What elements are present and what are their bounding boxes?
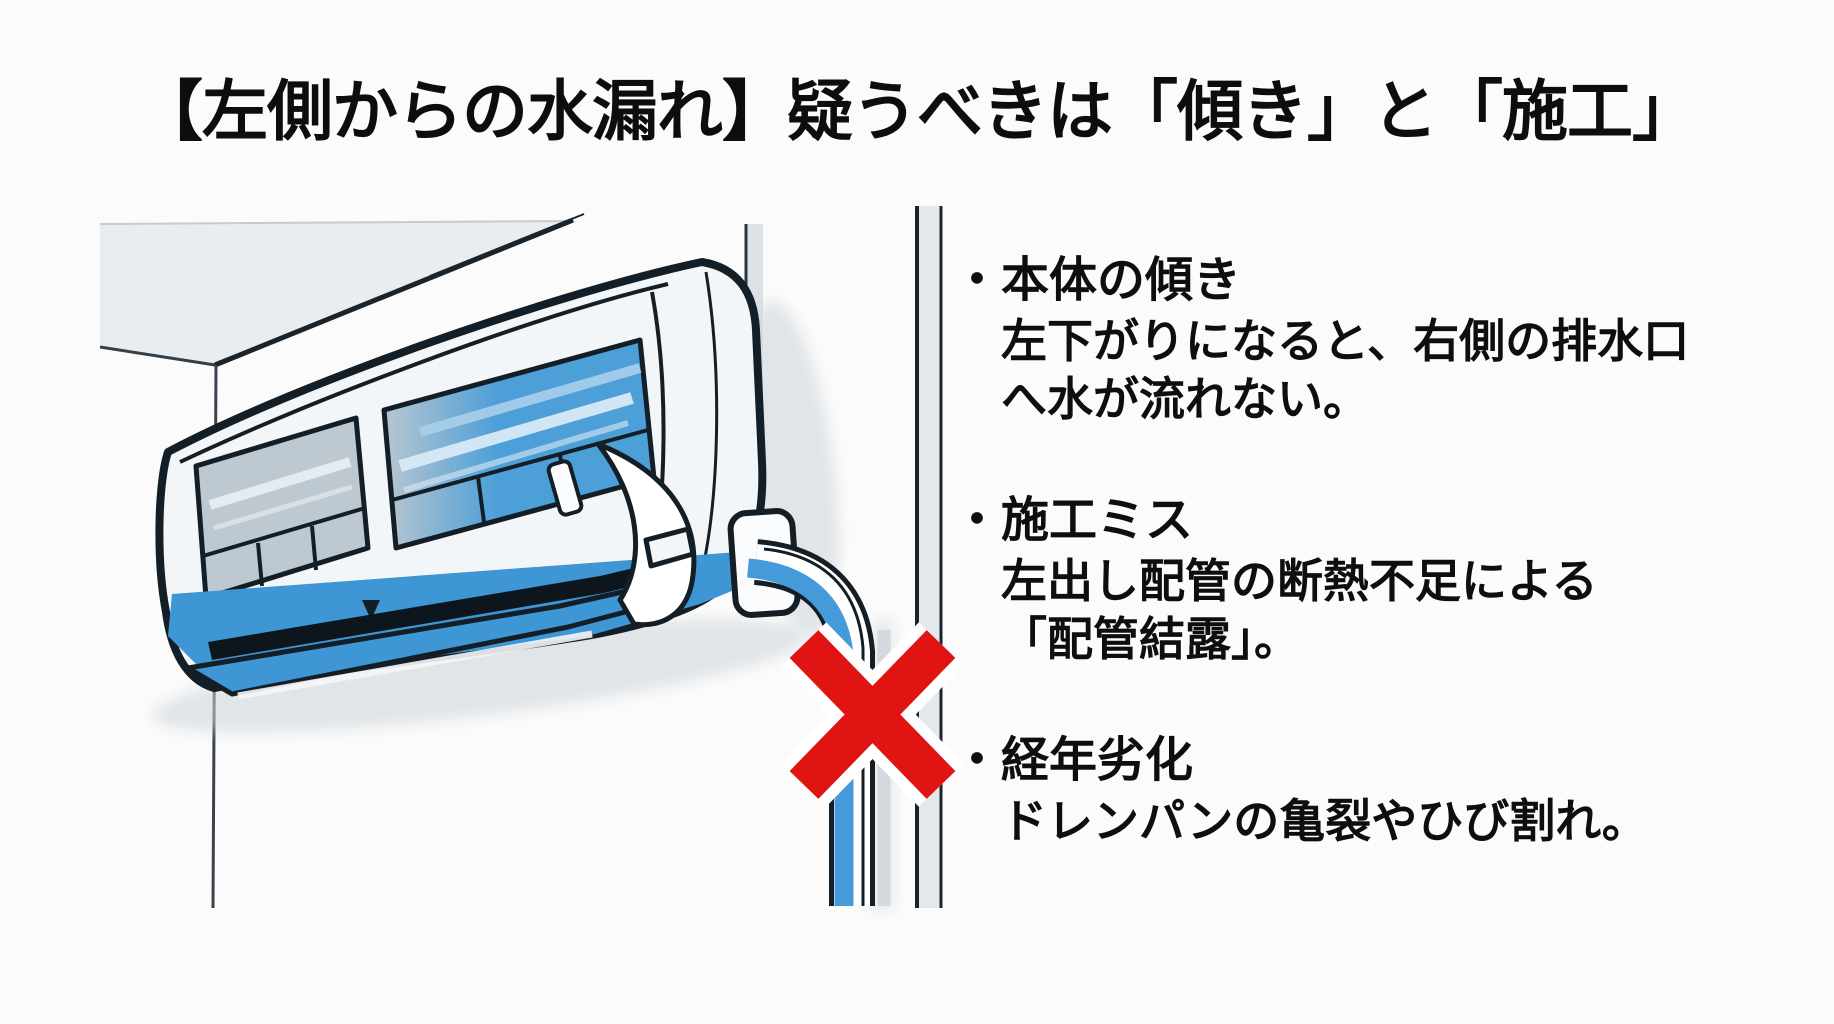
bullet-item-tilt: ・本体の傾き 左下がりになると、右側の排水口 へ水が流れない。 xyxy=(953,250,1689,428)
bullet-heading: 経年劣化 xyxy=(1001,734,1194,787)
bullet-line: 左出し配管の断熱不足による xyxy=(1001,555,1598,607)
bullet-line: 「配管結露」。 xyxy=(1001,613,1300,665)
bullet-heading: 本体の傾き xyxy=(1001,254,1242,307)
bullet-list: ・本体の傾き 左下がりになると、右側の排水口 へ水が流れない。 ・施工ミス 左出… xyxy=(953,250,1689,850)
bullet-marker: ・ xyxy=(953,734,1002,787)
bullet-heading-row: ・施工ミス xyxy=(953,490,1689,552)
page-title: 【左側からの水漏れ】疑うべきは「傾き」と「施工」 xyxy=(137,74,1698,148)
air-outlet-slot xyxy=(208,560,672,660)
bullet-item-aging: ・経年劣化 ドレンパンの亀裂やひび割れ。 xyxy=(953,730,1689,850)
cross-icon xyxy=(781,622,964,807)
bullet-body: 左出し配管の断熱不足による 「配管結露」。 xyxy=(1001,552,1689,668)
bullet-line: ドレンパンの亀裂やひび割れ。 xyxy=(1001,795,1648,847)
bullet-line: へ水が流れない。 xyxy=(1001,373,1369,425)
bullet-heading: 施工ミス xyxy=(1001,494,1194,547)
bullet-body: 左下がりになると、右側の排水口 へ水が流れない。 xyxy=(1001,312,1689,428)
room-ceiling xyxy=(99,213,585,368)
bullet-item-installation: ・施工ミス 左出し配管の断熱不足による 「配管結露」。 xyxy=(953,490,1689,668)
bullet-line: 左下がりになると、右側の排水口 xyxy=(1001,315,1690,367)
bullet-body: ドレンパンの亀裂やひび割れ。 xyxy=(1001,792,1689,850)
filter-window-left xyxy=(193,415,371,601)
open-panel-flap xyxy=(595,441,697,628)
bullet-heading-row: ・経年劣化 xyxy=(953,730,1689,792)
bullet-heading-row: ・本体の傾き xyxy=(953,250,1689,312)
aircon-unit xyxy=(155,258,801,700)
bullet-marker: ・ xyxy=(953,494,1002,547)
bullet-marker: ・ xyxy=(953,254,1002,307)
